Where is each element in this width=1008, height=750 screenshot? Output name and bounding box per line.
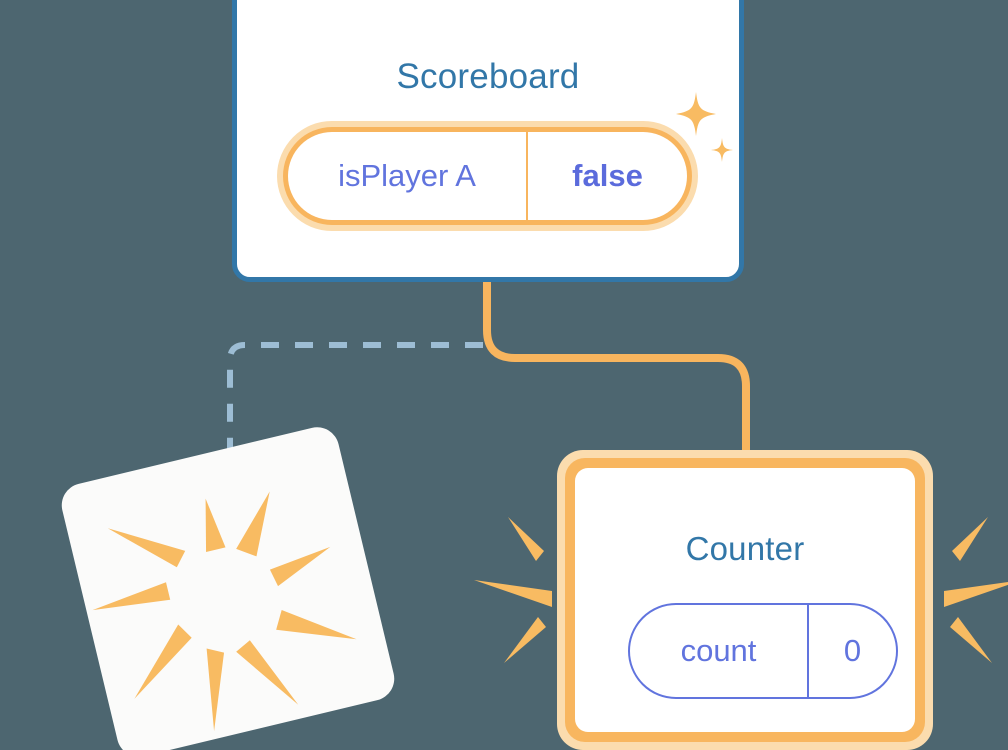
scoreboard-state-key: isPlayer A — [288, 132, 528, 220]
burst-rays-icon — [474, 517, 552, 663]
scoreboard-state-pill[interactable]: isPlayer A false — [277, 121, 698, 231]
scoreboard-title: Scoreboard — [396, 57, 580, 96]
counter-card-face: Counter count 0 — [575, 468, 915, 732]
scoreboard-pill-ring: isPlayer A false — [283, 127, 692, 225]
counter-state-pill[interactable]: count 0 — [628, 603, 898, 699]
burst-rays-icon — [944, 517, 1008, 663]
scoreboard-state-value: false — [572, 158, 643, 193]
counter-card[interactable]: Counter count 0 — [557, 450, 933, 750]
counter-state-value: 0 — [843, 633, 862, 668]
connector-scoreboard-to-counter — [483, 280, 750, 462]
ghost-card[interactable] — [57, 422, 399, 750]
scoreboard-card[interactable]: Scoreboard isPlayer A false — [232, 0, 744, 282]
scoreboard-pill-face: isPlayer A false — [288, 132, 687, 220]
counter-card-ring: Counter count 0 — [565, 458, 925, 742]
counter-title: Counter — [685, 530, 805, 567]
counter-state-key: count — [630, 605, 809, 697]
